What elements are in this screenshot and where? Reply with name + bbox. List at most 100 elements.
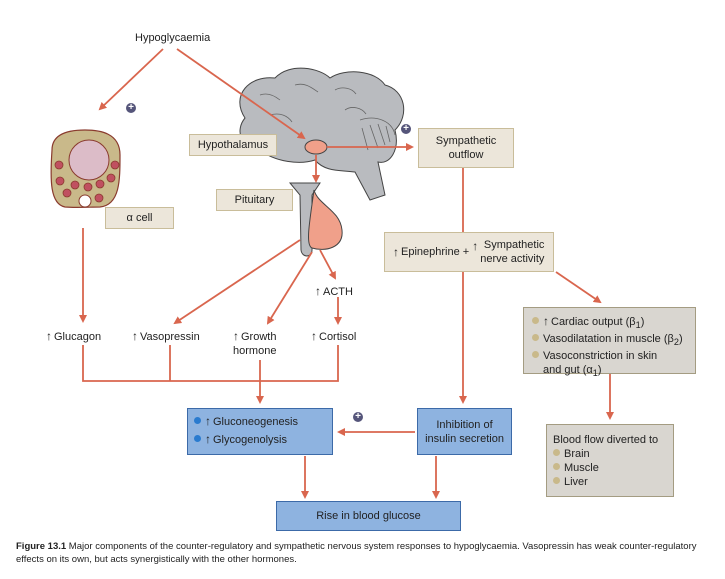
arrow-epinephrine-to-cardiac [555,271,602,304]
blood-flow-item-text: Muscle [564,462,599,474]
glucagon-label: ↑Glucagon [46,329,101,344]
effect-item: ↑Cardiac output (β1) [532,314,687,332]
up-arrow-icon: ↑ [233,329,239,343]
bullet-icon [532,351,539,359]
bullet-icon [553,449,560,456]
effect-sub: 1 [592,368,598,379]
pituitary-illustration [288,182,343,257]
epinephrine-box: ↑ Epinephrine + ↑ Sympathetic nerve acti… [384,232,554,272]
alpha-cell-illustration [50,129,121,209]
effect-end: ) [597,364,602,377]
bullet-icon [194,417,201,424]
liver-effect-text: Gluconeogenesis [213,416,299,428]
hypothalamus-label-box: Hypothalamus [189,134,277,156]
sympathetic-effects-box: ↑Cardiac output (β1) Vasodilatation in m… [523,307,696,379]
connector-lines [79,48,614,499]
vasopressin-label: ↑Vasopressin [132,329,200,344]
blood-flow-box: Blood flow diverted to Brain Muscle Live… [546,424,674,497]
effect-item-continuation: and gut (α1) [532,363,687,380]
blood-flow-item-text: Liver [564,476,588,488]
acth-text: ACTH [323,286,353,298]
bullet-icon [194,435,201,442]
sympathetic-nerve-line2: nerve activity [480,253,545,265]
effect-text: and gut (α [543,364,593,377]
insulin-inhibition-box: Inhibition of insulin secretion [417,408,512,455]
up-arrow-icon: ↑ [472,239,479,253]
plus-badge-insulin: + [353,412,363,422]
effect-text: Vasodilatation in muscle (β [543,333,674,346]
brain-folds [259,83,367,123]
figure-caption-text: Major components of the counter-regulato… [16,541,697,565]
blood-flow-item: Liver [553,475,667,489]
up-arrow-icon: ↑ [205,432,211,446]
brain-illustration [239,67,405,201]
cortisol-label: ↑Cortisol [311,329,356,344]
alpha-cell-label-box: α cell [105,207,174,229]
up-arrow-icon: ↑ [311,329,317,343]
sympathetic-effects-list: ↑Cardiac output (β1) Vasodilatation in m… [532,314,687,381]
blood-flow-heading: Blood flow diverted to [553,434,659,446]
up-arrow-icon: ↑ [46,329,52,343]
arrow-pituitary-to-acth [319,249,336,280]
bullet-icon [553,463,560,470]
hypoglycaemia-label: Hypoglycaemia [135,32,211,44]
up-arrow-icon: ↑ [132,329,138,343]
plus-badge-sympathetic: + [401,124,411,134]
sympathetic-nerve-label: Sympathetic nerve activity [480,238,544,266]
arrow-pituitary-to-vasopressin [173,239,301,325]
liver-effects-box: ↑Gluconeogenesis ↑Glycogenolysis [187,408,333,455]
arrow-pituitary-to-growth-hormone [266,251,313,325]
acth-label: ↑ACTH [315,284,353,299]
cerebellum-folds [359,117,396,151]
effect-item: Vasoconstriction in skin [532,349,687,363]
blood-flow-list: Brain Muscle Liver [553,447,667,489]
cortisol-text: Cortisol [319,331,357,343]
effect-text: Cardiac output (β [551,316,636,328]
growth-hormone-line1: Growth [241,331,277,343]
vasopressin-text: Vasopressin [140,331,200,343]
liver-effect-item: ↑Glycogenolysis [194,432,326,447]
figure-caption: Figure 13.1 Major components of the coun… [16,540,716,566]
sympathetic-outflow-line2: outflow [448,149,484,161]
up-arrow-icon: ↑ [205,414,211,428]
effect-end: ) [640,316,645,328]
bullet-icon [532,334,539,342]
growth-hormone-label: ↑Growth hormone [233,329,276,358]
brain-shape [239,67,405,201]
insulin-line2: insulin secretion [425,432,504,445]
figure-caption-label: Figure 13.1 [16,541,67,552]
up-arrow-icon: ↑ [393,245,399,259]
epinephrine-label: Epinephrine + [401,246,470,258]
rise-blood-glucose-label: Rise in blood glucose [316,510,421,522]
effect-sub: 1 [635,320,641,331]
up-arrow-icon: ↑ [543,314,549,328]
effect-text: Vasoconstriction in skin [543,350,658,363]
hypothalamus-label: Hypothalamus [197,139,269,151]
sympathetic-nerve-line1: Sympathetic [483,239,545,251]
rise-blood-glucose-box: Rise in blood glucose [276,501,461,531]
plus-badge-alpha: + [126,103,136,113]
growth-hormone-line2: hormone [233,345,277,357]
arrow-hypoglycaemia-to-hypothalamus [176,48,306,140]
effect-item: Vasodilatation in muscle (β2) [532,332,687,349]
insulin-line1: Inhibition of [436,418,493,431]
hormone-collector-line [82,345,339,382]
pituitary-label-box: Pituitary [216,189,293,211]
bullet-icon [532,317,539,324]
alpha-cell-label: α cell [126,212,153,224]
effect-end: ) [678,333,683,346]
blood-flow-item: Muscle [553,461,667,475]
blood-flow-item: Brain [553,447,667,461]
liver-effect-text: Glycogenolysis [213,434,287,446]
bullet-icon [553,477,560,484]
sympathetic-outflow-line1: Sympathetic [435,135,497,147]
up-arrow-icon: ↑ [315,284,321,298]
hypothalamus-shape [304,139,328,155]
liver-effect-item: ↑Gluconeogenesis [194,414,326,429]
blood-flow-item-text: Brain [564,448,590,460]
effect-sub: 2 [673,337,679,348]
glucagon-text: Glucagon [54,331,102,343]
pituitary-label: Pituitary [234,194,275,206]
arrow-hypoglycaemia-to-alpha-cell [98,48,164,111]
